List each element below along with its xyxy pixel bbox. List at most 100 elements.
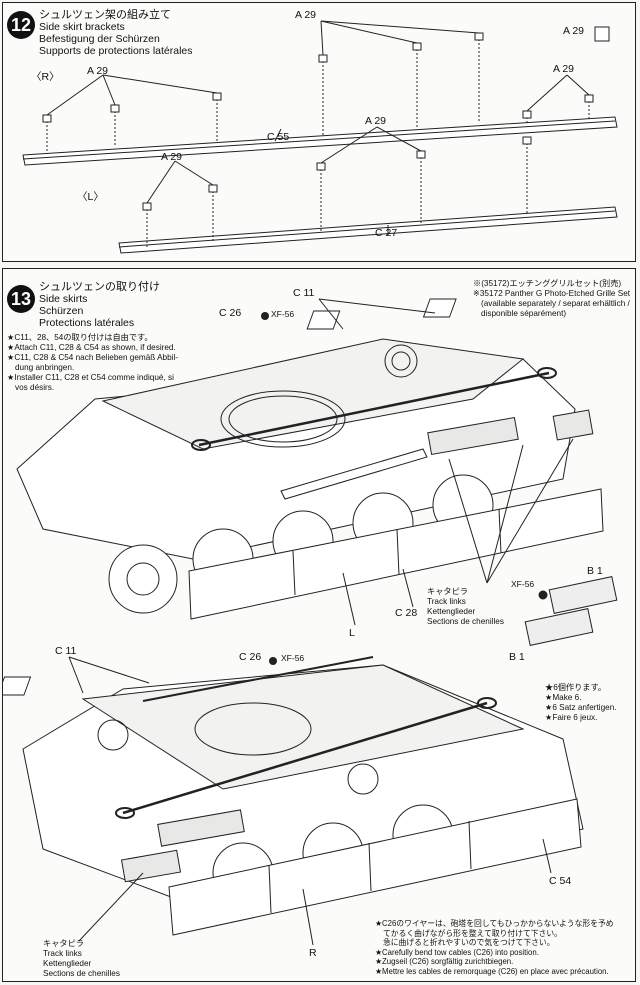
label-xf56: XF-56: [511, 579, 535, 589]
track-links-label-lower: キャタピラ Track links Kettenglieder Sections…: [43, 939, 133, 979]
make-six-note: ★6個作ります。 ★Make 6. ★6 Satz anfertigen. ★F…: [545, 683, 635, 723]
note-line: dung anbringen.: [15, 363, 75, 372]
bracket-a29: [474, 32, 484, 41]
tow-cable: [198, 371, 550, 447]
note-line: ★6 Satz anfertigen.: [545, 703, 617, 712]
label-c54: C 54: [549, 875, 572, 887]
bracket-a29: [412, 42, 422, 51]
label-side-l: 〈L〉: [77, 191, 104, 203]
side-skirt-illustration: [3, 298, 618, 946]
paint-drop-icon: [538, 590, 548, 600]
label-a29: A 29: [295, 9, 317, 21]
step-13-panel: 13 シュルツェンの取り付け Side skirts Schürzen Prot…: [2, 268, 636, 982]
label-a29: A 29: [553, 63, 575, 75]
label-c28: C 28: [395, 607, 418, 619]
turret-ring: [220, 390, 346, 448]
step-number-13: 13: [7, 285, 35, 313]
fan-grille: [347, 763, 379, 795]
note-line: (available separately / separat erhältli…: [481, 299, 630, 308]
label-a29: A 29: [365, 115, 387, 127]
road-wheel: [126, 562, 160, 596]
rail-r-edge: [22, 120, 616, 160]
step-12-panel: 12 シュルツェン架の組み立て Side skirt brackets Befe…: [2, 2, 636, 262]
track-b1: [548, 576, 618, 614]
note-line: ★C11, C28 & C54 nach Belieben gemäß Abbi…: [7, 353, 179, 362]
label-a29: A 29: [87, 65, 109, 77]
note-line: vos désirs.: [15, 383, 55, 392]
note-line: 急に曲げると折れやすいので気をつけて下さい。: [383, 938, 555, 948]
road-wheel: [108, 544, 178, 614]
note-line: ★Attach C11, C28 & C54 as shown, if desi…: [7, 343, 176, 352]
step-13-heading: シュルツェンの取り付け Side skirts Schürzen Protect…: [39, 281, 160, 329]
fan-grille: [97, 719, 129, 751]
paint-drop-icon: [269, 657, 277, 665]
track-links: [120, 849, 182, 883]
track-links: [427, 416, 519, 456]
label-a29: A 29: [563, 25, 585, 37]
track-links-line: Sections de chenilles: [43, 969, 120, 978]
cable-eye: [115, 807, 135, 819]
label-a29: A 29: [161, 151, 183, 163]
track-links: [157, 809, 245, 847]
tow-cable: [122, 701, 488, 815]
step-12-heading: シュルツェン架の組み立て Side skirt brackets Befesti…: [39, 9, 193, 57]
label-c27: C 27: [375, 227, 398, 239]
note-line: ★Mettre les cables de remorquage (C26) e…: [375, 966, 609, 976]
track-links-label-upper: キャタピラ Track links Kettenglieder Sections…: [427, 587, 517, 627]
track-b1: [524, 608, 594, 646]
bracket-detail: [594, 26, 610, 42]
hull-lower-deck: [81, 664, 525, 790]
bracket-a29: [522, 136, 532, 145]
step-12-title-fr: Supports de protections latérales: [39, 45, 193, 57]
bracket-a29: [212, 92, 222, 101]
track-links-line: キャタピラ: [43, 939, 84, 948]
skirt-c54: [168, 798, 582, 936]
rail-l-edge: [118, 210, 616, 248]
note-line: ★C11、28、54の取り付けは自由です。: [7, 333, 153, 342]
label-c55: C 55: [267, 131, 290, 143]
note-line: ※35172 Panther G Photo-Etched Grille Set: [473, 289, 631, 298]
cable-eye: [477, 697, 497, 709]
label-xf56: XF-56: [271, 309, 295, 319]
bracket-a29: [416, 150, 426, 159]
label-side-r: R: [309, 947, 317, 959]
track-links-line: キャタピラ: [427, 587, 468, 596]
note-line: ※(35172)エッチンググリルセット(別売): [473, 279, 622, 288]
track-links-line: Track links: [43, 949, 82, 958]
label-c11: C 11: [293, 287, 315, 299]
bracket-a29: [110, 104, 120, 113]
note-line: ★Carefully bend tow cables (C26) into po…: [375, 947, 539, 957]
note-line: ★6個作ります。: [545, 683, 607, 692]
fan-grille: [391, 351, 411, 371]
bracket-a29: [142, 202, 152, 211]
note-c11-c28-c54: ★C11、28、54の取り付けは自由です。 ★Attach C11, C28 &…: [7, 333, 217, 393]
turret-ring-inner: [228, 395, 338, 443]
note-line: てかるく曲げながら形を整えて取り付けて下さい。: [383, 928, 562, 938]
label-c26: C 26: [219, 307, 242, 319]
grille-plate-c11: [422, 298, 457, 318]
step-13-title-en: Side skirts: [39, 293, 88, 305]
track-links-line: Kettenglieder: [427, 607, 476, 616]
bracket-a29: [584, 94, 594, 103]
bracket-a29: [208, 184, 218, 193]
rail-l: [118, 206, 618, 254]
rail-r: [22, 116, 618, 166]
track-links: [552, 409, 594, 441]
note-line: ★C26のワイヤーは、砲塔を回してもひっかからないような形を予め: [375, 919, 614, 928]
cable-eye: [537, 367, 557, 379]
label-b1: B 1: [587, 565, 603, 577]
step-13-title-jp: シュルツェンの取り付け: [39, 281, 160, 293]
tow-cable-note: ★C26のワイヤーは、砲塔を回してもひっかからないような形を予め てかるく曲げな…: [375, 919, 633, 977]
note-line: ★Installer C11, C28 et C54 comme indiqué…: [7, 373, 174, 382]
bracket-a29: [318, 54, 328, 63]
note-line: ★Make 6.: [545, 693, 582, 702]
cable-eye: [191, 439, 211, 451]
grille-set-note: ※(35172)エッチンググリルセット(別売) ※35172 Panther G…: [473, 279, 633, 319]
bracket-a29: [42, 114, 52, 123]
step-number-12: 12: [7, 11, 35, 39]
step-13-title-de: Schürzen: [39, 305, 84, 317]
track-links-line: Kettenglieder: [43, 959, 92, 968]
label-b1: B 1: [509, 651, 525, 663]
fan-grille: [384, 344, 418, 378]
